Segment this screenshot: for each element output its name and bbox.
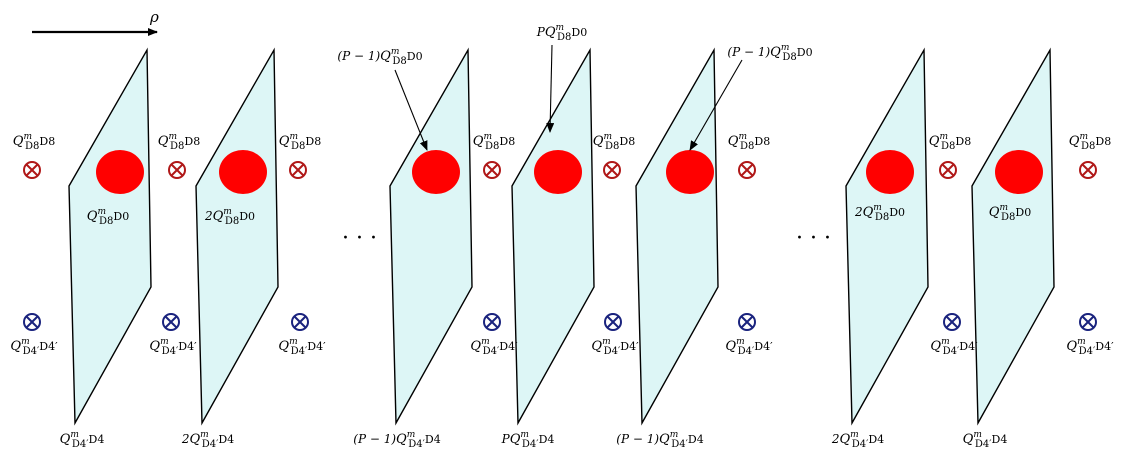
brane-sheet-3	[389, 47, 473, 426]
d0-dot-3	[412, 150, 460, 194]
d0-dot-6	[866, 150, 914, 194]
brane-sheet-1	[68, 47, 152, 426]
d8-otimes-marker-icon-8	[1079, 161, 1097, 179]
d4-otimes-marker-icon-1	[23, 313, 41, 331]
d4-otimes-marker-icon-3	[291, 313, 309, 331]
d4-otimes-marker-icon-2	[162, 313, 180, 331]
d8-otimes-marker-icon-2	[168, 161, 186, 179]
callout-arrow-4	[546, 44, 555, 133]
brane-sheet-6	[845, 47, 929, 426]
d0-dot-2	[219, 150, 267, 194]
d8-otimes-marker-icon-6	[738, 161, 756, 179]
d4-otimes-marker-icon-6	[738, 313, 756, 331]
brane-sheets	[68, 47, 1055, 426]
brane-sheet-7	[971, 47, 1055, 426]
d8-otimes-marker-icon-4	[483, 161, 501, 179]
d4-otimes-marker-icon-4	[483, 313, 501, 331]
d0-dot-5	[666, 150, 714, 194]
ellipsis-left: · · ·	[342, 226, 377, 251]
brane-sheet-2	[195, 47, 279, 426]
brane-sheet-5	[635, 47, 719, 426]
rho-axis-label: ρ	[149, 8, 159, 26]
callout-arrow-3	[394, 69, 428, 151]
charge-markers	[23, 150, 1097, 331]
callout-arrow-5	[689, 59, 743, 151]
callout-arrows	[394, 44, 743, 151]
brane-sheet-4	[511, 47, 595, 426]
d4-otimes-marker-icon-8	[1079, 313, 1097, 331]
d0-dot-1	[96, 150, 144, 194]
d0-dot-4	[534, 150, 582, 194]
d4-otimes-marker-icon-5	[604, 313, 622, 331]
d8-otimes-marker-icon-7	[939, 161, 957, 179]
d0-dot-7	[995, 150, 1043, 194]
d8-otimes-marker-icon-3	[289, 161, 307, 179]
d8-otimes-marker-icon-5	[603, 161, 621, 179]
d8-otimes-marker-icon-1	[23, 161, 41, 179]
ellipsis-right: · · ·	[796, 226, 831, 251]
d4-otimes-marker-icon-7	[943, 313, 961, 331]
